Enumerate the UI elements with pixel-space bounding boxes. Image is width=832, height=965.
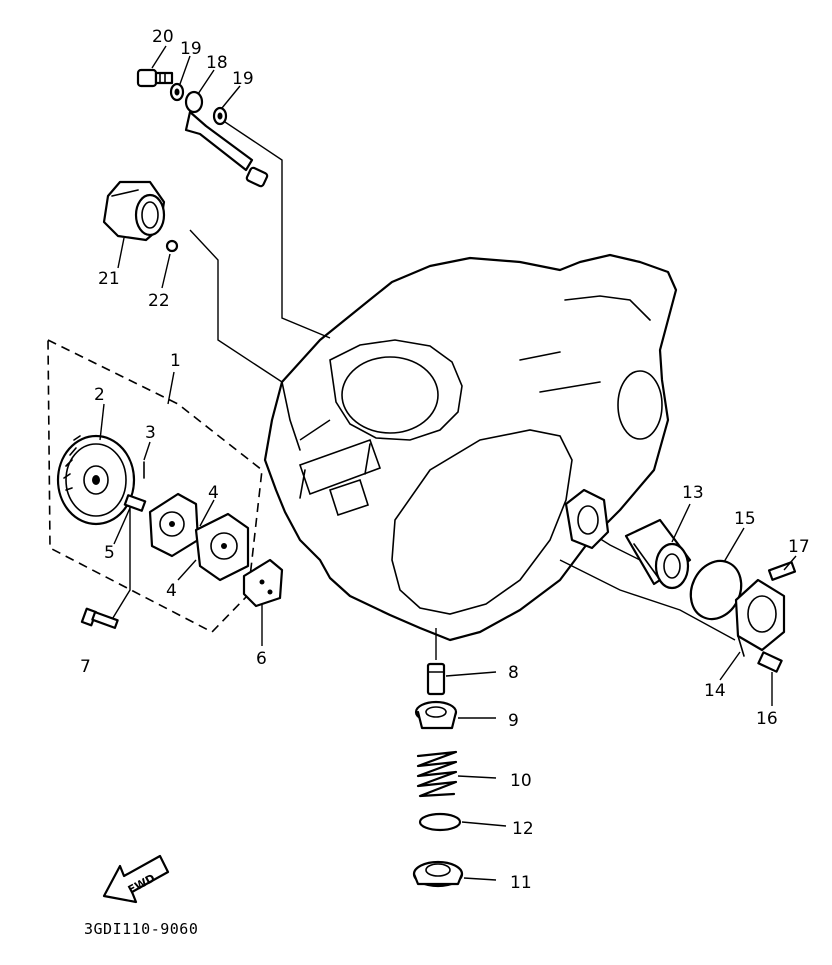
callout-numbers: 20 19 18 19 21 22 1 2 3 4 4 5 6 7 8 9 10…: [80, 27, 810, 893]
part-5-screw: [123, 494, 147, 512]
callout-8: 8: [508, 663, 519, 683]
part-9-plug-cap: [414, 700, 458, 730]
callout-16: 16: [756, 709, 778, 729]
callout-6: 6: [256, 649, 267, 669]
part-17-bolt: [767, 561, 797, 581]
part-22-o-ring: [165, 239, 179, 253]
callout-11: 11: [510, 873, 532, 893]
callout-15: 15: [734, 509, 756, 529]
callout-4-upper: 4: [208, 483, 219, 503]
callout-14: 14: [704, 681, 726, 701]
callout-12: 12: [512, 819, 534, 839]
part-10-spring: [416, 750, 458, 798]
callout-3: 3: [145, 423, 156, 443]
callout-7: 7: [80, 657, 91, 677]
callout-18: 18: [206, 53, 228, 73]
callout-20: 20: [152, 27, 174, 47]
part-16-bolt: [757, 651, 783, 673]
part-8-drain-plug: [426, 662, 446, 696]
callout-1: 1: [170, 351, 181, 371]
callout-21: 21: [98, 269, 120, 289]
crankcase: [263, 253, 678, 642]
callout-9: 9: [508, 711, 519, 731]
part-19-washer-upper: [169, 82, 185, 102]
callout-19-lower: 19: [232, 69, 254, 89]
part-12-o-ring: [418, 812, 462, 832]
part-4-pump-body-b: [194, 512, 250, 582]
filter-housing-seat: [564, 488, 610, 550]
callout-2: 2: [94, 385, 105, 405]
part-4-pump-body-a: [148, 492, 200, 558]
fwd-arrow: FWD: [102, 854, 170, 904]
part-2-pump-gear: [56, 434, 136, 526]
callout-10: 10: [510, 771, 532, 791]
callout-22: 22: [148, 291, 170, 311]
part-13-oil-filter: [624, 518, 692, 590]
callout-17: 17: [788, 537, 810, 557]
part-20-bolt: [136, 68, 174, 88]
callout-13: 13: [682, 483, 704, 503]
part-19-washer-lower: [212, 106, 228, 126]
part-18-oil-pipe: [184, 90, 269, 188]
part-21-strainer-cover: [102, 180, 166, 242]
part-11-drain-cap: [412, 860, 464, 888]
part-7-bolt: [80, 607, 119, 629]
callout-4-lower: 4: [166, 581, 177, 601]
callout-19-upper: 19: [180, 39, 202, 59]
part-6-pump-cover: [242, 558, 284, 608]
callout-leaders: [99, 45, 797, 881]
part-14-filter-cover: [734, 578, 786, 657]
callout-5: 5: [104, 543, 115, 563]
diagram-code: 3GDI110-9060: [84, 920, 198, 938]
